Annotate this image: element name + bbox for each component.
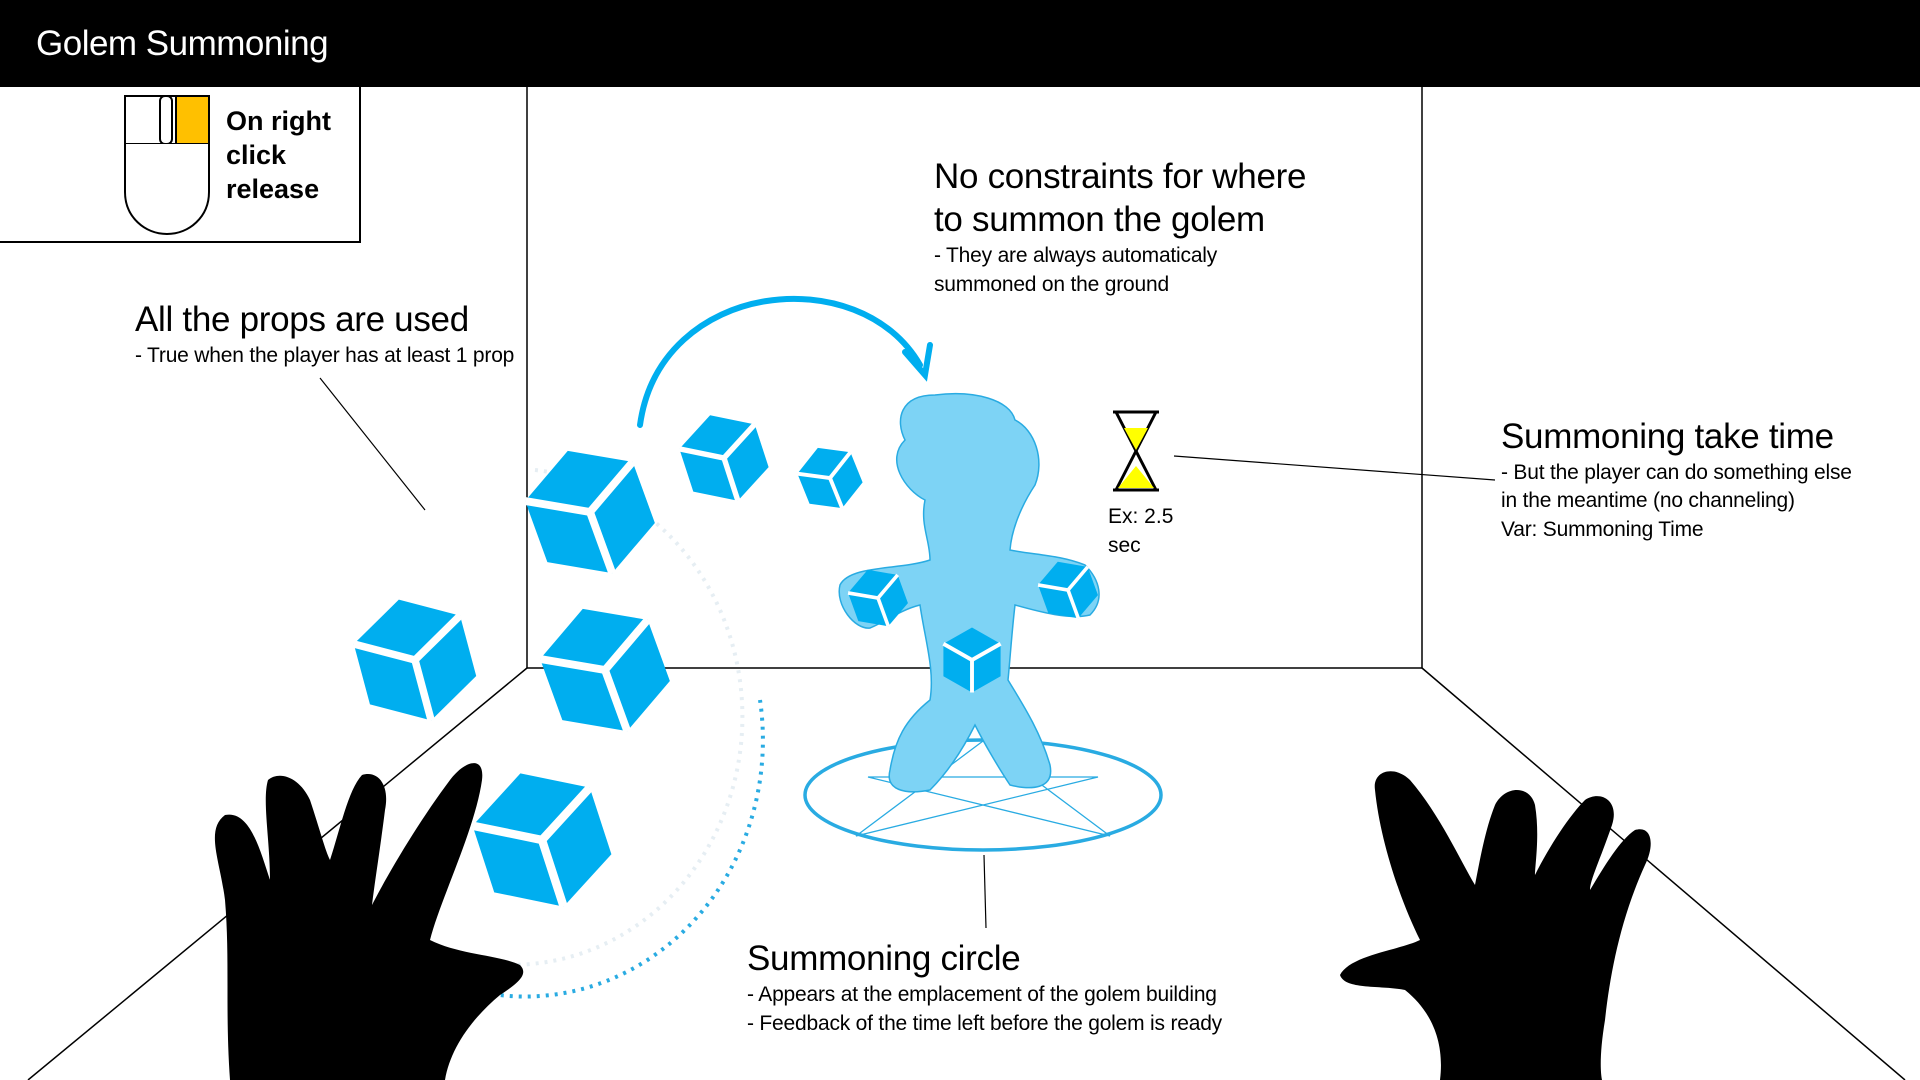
time-note-2: in the meantime (no channeling) [1501,489,1795,512]
props-note: - True when the player has at least 1 pr… [135,344,515,367]
prop-cube [672,403,775,513]
prop-cube [462,754,622,925]
input-label: On right click release [226,106,331,204]
left-hand-silhouette [214,763,524,1080]
hourglass-duration-line2: sec [1108,534,1141,557]
page-title: Golem Summoning [36,24,329,63]
hourglass-icon [1113,410,1159,492]
summoning-circle [803,738,1163,852]
constraints-title-1: No constraints for where [934,157,1307,196]
hourglass-duration-line1: Ex: 2.5 [1108,505,1174,528]
prop-cube [529,589,681,750]
mouse-icon [124,95,210,236]
prop-cube [789,435,871,521]
props-title: All the props are used [135,300,469,339]
prop-cube [346,585,485,734]
right-hand-silhouette [1340,771,1651,1080]
circle-title: Summoning circle [747,939,1021,978]
prop-cube [514,431,666,592]
hourglass-duration: Ex: 2.5 sec [1108,502,1173,560]
time-title: Summoning take time [1501,417,1834,456]
header-bar: Golem Summoning [0,0,1920,87]
circle-note-1: - Appears at the emplacement of the gole… [747,983,1217,1006]
constraints-note-1: - They are always automaticaly [934,244,1218,267]
time-note-1: - But the player can do something else [1501,461,1852,484]
constraints-note-2: summoned on the ground [934,273,1169,296]
time-note-3: Var: Summoning Time [1501,518,1704,541]
flow-arrow [637,295,933,428]
circle-note-2: - Feedback of the time left before the g… [747,1012,1222,1035]
golem-figure [838,393,1105,793]
constraints-title-2: to summon the golem [934,200,1265,239]
callout-lines [319,377,1496,929]
